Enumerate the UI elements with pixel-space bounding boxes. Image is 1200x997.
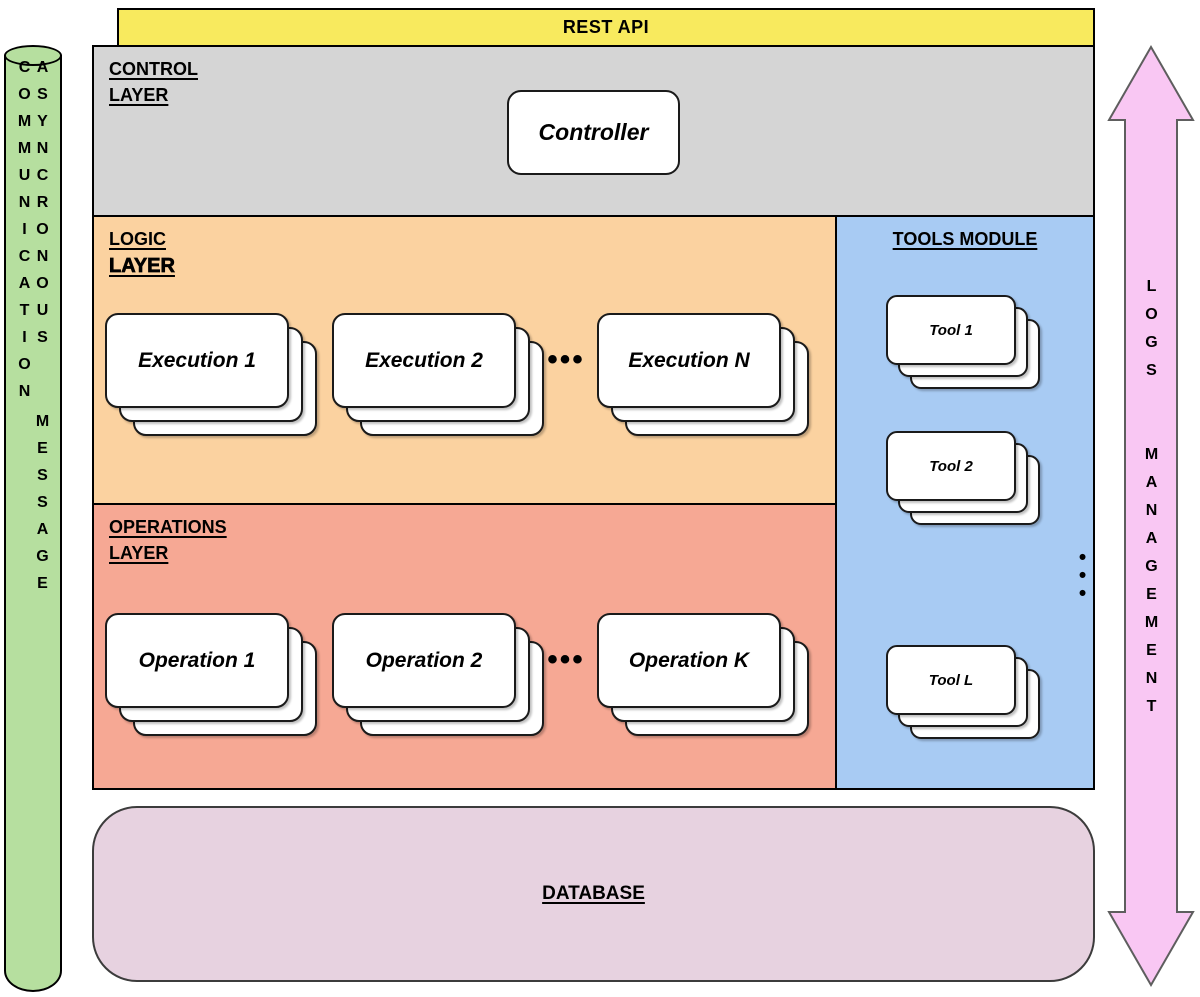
logic-layer-label: LOGIC LAYER bbox=[109, 226, 176, 281]
logic-layer: LOGIC LAYER Execution 1 Execution 2 ••• … bbox=[94, 215, 839, 503]
main-block: CONTROL LAYER LOGIC LAYER Execution 1 Ex… bbox=[92, 45, 1095, 790]
double-arrow-shape bbox=[1107, 45, 1195, 987]
tools-module-title: TOOLS MODULE bbox=[892, 229, 1038, 249]
logic-layer-label-line2: LAYER bbox=[109, 255, 176, 278]
control-layer-label: CONTROL LAYER bbox=[109, 56, 198, 108]
cylinder-body bbox=[4, 55, 62, 992]
rest-api-bar: REST API bbox=[117, 8, 1095, 47]
logs-management-label: LOGS MANAGEMENT bbox=[1143, 278, 1160, 726]
logs-management-arrow: LOGS MANAGEMENT bbox=[1107, 45, 1195, 987]
operation-k-card: Operation K bbox=[597, 613, 781, 708]
execution-2-stack: Execution 2 bbox=[332, 313, 544, 436]
tool-2-card: Tool 2 bbox=[886, 431, 1016, 501]
operations-layer: OPERATIONS LAYER Operation 1 Operation 2… bbox=[94, 503, 839, 788]
execution-ellipsis-dots: ••• bbox=[547, 343, 585, 376]
execution-1-card: Execution 1 bbox=[105, 313, 289, 408]
operation-1-card: Operation 1 bbox=[105, 613, 289, 708]
control-layer-label-line1: CONTROL bbox=[109, 59, 198, 79]
operation-2-stack: Operation 2 bbox=[332, 613, 544, 736]
execution-n-stack: Execution N bbox=[597, 313, 809, 436]
operations-layer-label-line1: OPERATIONS bbox=[109, 517, 227, 537]
operation-k-stack: Operation K bbox=[597, 613, 809, 736]
tool-l-stack: Tool L bbox=[886, 645, 1040, 739]
async-communication-cylinder: ASYNCRONOUS MESSAGE COMMUNICATION bbox=[4, 45, 62, 992]
database-box: DATABASE bbox=[92, 806, 1095, 982]
execution-1-stack: Execution 1 bbox=[105, 313, 317, 436]
cylinder-top-ellipse bbox=[4, 45, 62, 66]
tool-2-stack: Tool 2 bbox=[886, 431, 1040, 525]
operations-layer-label: OPERATIONS LAYER bbox=[109, 514, 227, 566]
tool-ellipsis-dots: ••• bbox=[1071, 546, 1094, 600]
database-label: DATABASE bbox=[542, 883, 645, 904]
execution-n-card: Execution N bbox=[597, 313, 781, 408]
operations-layer-label-line2: LAYER bbox=[109, 543, 169, 564]
control-layer-label-line2: LAYER bbox=[109, 85, 169, 106]
tool-l-card: Tool L bbox=[886, 645, 1016, 715]
tool-1-stack: Tool 1 bbox=[886, 295, 1040, 389]
execution-2-card: Execution 2 bbox=[332, 313, 516, 408]
operation-2-card: Operation 2 bbox=[332, 613, 516, 708]
tool-1-card: Tool 1 bbox=[886, 295, 1016, 365]
tools-module: TOOLS MODULE Tool 1 Tool 2 ••• Tool L bbox=[835, 215, 1094, 788]
operation-1-stack: Operation 1 bbox=[105, 613, 317, 736]
operation-ellipsis-dots: ••• bbox=[547, 643, 585, 676]
controller-box: Controller bbox=[507, 90, 680, 175]
async-communication-label: ASYNCRONOUS MESSAGE COMMUNICATION bbox=[16, 59, 51, 602]
logic-layer-label-line1: LOGIC bbox=[109, 229, 166, 249]
